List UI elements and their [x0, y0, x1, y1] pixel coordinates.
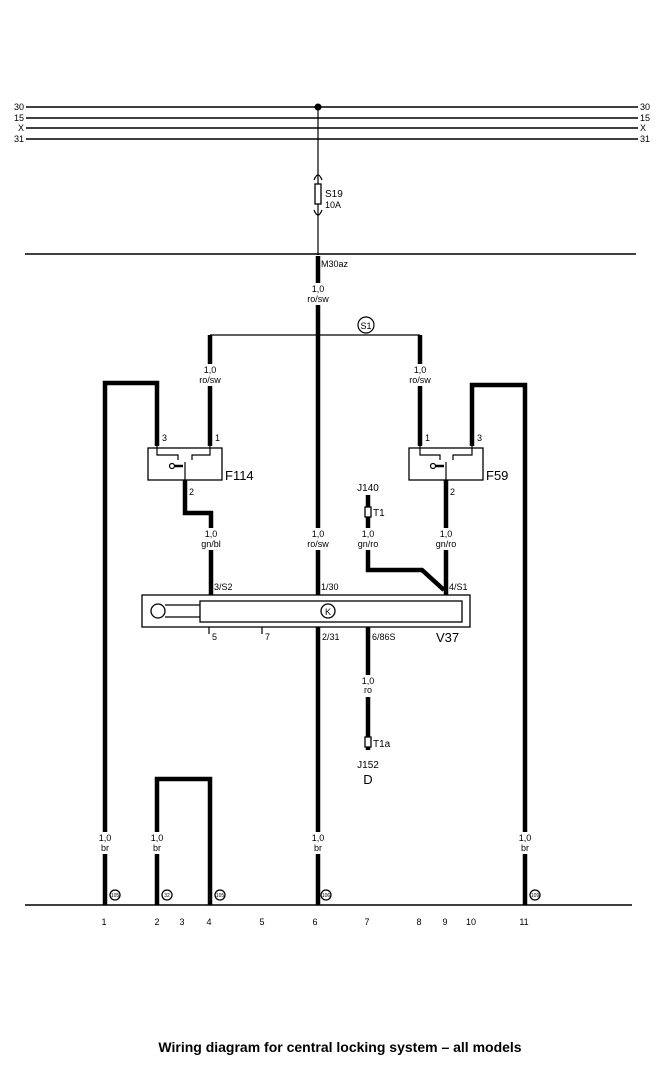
wire-size: 1,0	[99, 833, 112, 843]
wire-size: 1,0	[312, 284, 325, 294]
pin-label: 1	[215, 433, 220, 443]
wire-size: 1,0	[205, 529, 218, 539]
connector-t1-icon	[364, 506, 372, 518]
fuse-rating: 10A	[325, 200, 341, 210]
key-icon	[168, 462, 176, 470]
wire-labels: 1,0 ro/sw 1,0 ro/sw 1,0 ro/sw 1,0 gn/bl …	[94, 283, 536, 854]
diagram-caption: Wiring diagram for central locking syste…	[158, 1039, 521, 1055]
ground-point-label: 105	[216, 893, 225, 899]
wire-size: 1,0	[312, 529, 325, 539]
bus-label-30-right: 30	[640, 102, 650, 112]
pin-label: 3	[477, 433, 482, 443]
switch-f59: 1 3 2 F59	[408, 433, 508, 497]
wire-size: 1,0	[204, 365, 217, 375]
wire-color: ro/sw	[199, 375, 221, 385]
wire-color: br	[314, 843, 322, 853]
wire-color: ro/sw	[409, 375, 431, 385]
track-number: 9	[442, 917, 447, 927]
track-number: 3	[179, 917, 184, 927]
connector-t1-label: T1	[373, 508, 385, 519]
wire-size: 1,0	[362, 529, 375, 539]
pin-label: 7	[265, 632, 270, 642]
wire-size: 1,0	[414, 365, 427, 375]
ground-point-label: 109	[531, 893, 540, 899]
wire-color: ro/sw	[307, 539, 329, 549]
track-number: 11	[519, 917, 528, 927]
pin-label: 2	[450, 487, 455, 497]
component-id: F59	[486, 468, 508, 483]
wire-color: gn/ro	[436, 539, 457, 549]
j140-id: J140	[357, 483, 379, 494]
pin-label: 6/86S	[372, 632, 396, 642]
bus-label-15-right: 15	[640, 113, 650, 123]
wire-size: 1,0	[362, 676, 375, 686]
fuse-s19: S19 10A	[313, 107, 343, 255]
splice-s1-label: S1	[360, 321, 371, 331]
fuse-icon	[314, 183, 322, 205]
wire-color: gn/bl	[201, 539, 221, 549]
bus-label-31-right: 31	[640, 134, 650, 144]
bus-label-x-right: X	[640, 123, 646, 133]
wire-color: br	[101, 843, 109, 853]
ground-point-label: 105	[111, 893, 120, 899]
motor-icon	[150, 603, 166, 619]
ground-points: 105 32 105 106 109	[109, 889, 541, 901]
track-number: 8	[416, 917, 421, 927]
track-number: 7	[364, 917, 369, 927]
wire-color: br	[153, 843, 161, 853]
connector-m30az: M30az	[321, 259, 349, 269]
fuse-connector-top	[313, 174, 323, 181]
component-id: V37	[436, 630, 459, 645]
wire-size: 1,0	[519, 833, 532, 843]
j152-id: J152	[357, 760, 379, 771]
splice-s1-icon	[357, 316, 375, 334]
wires	[102, 256, 528, 905]
pin-label: 2/31	[322, 632, 340, 642]
bus-label-30-left: 30	[14, 102, 24, 112]
track-number: 10	[466, 917, 476, 927]
wire-size: 1,0	[312, 833, 325, 843]
switch-f114: 3 1 2 F114	[147, 433, 254, 497]
j152-sub: D	[363, 772, 372, 787]
wire-color: br	[521, 843, 529, 853]
track-number: 4	[206, 917, 211, 927]
pin-label: 5	[212, 632, 217, 642]
ground-point-label: 106	[322, 893, 331, 899]
fuse-id: S19	[325, 189, 343, 200]
control-unit-icon	[320, 603, 336, 619]
wire-size: 1,0	[440, 529, 453, 539]
connector-t1a-icon	[364, 736, 372, 748]
track-number: 2	[154, 917, 159, 927]
bus-lines: 30 15 X 31 30 15 X 31	[14, 102, 650, 144]
key-icon	[429, 462, 437, 470]
pin-label: 4/S1	[449, 582, 468, 592]
track-number: 5	[259, 917, 264, 927]
pin-label: 3/S2	[214, 582, 233, 592]
bus-label-x-left: X	[18, 123, 24, 133]
track-numbers: 1 2 3 4 5 6 7 8 9 10 11	[101, 917, 528, 927]
track-number: 1	[101, 917, 106, 927]
pin-label: 2	[189, 487, 194, 497]
component-id: F114	[225, 468, 254, 483]
ground-point-label: 32	[164, 893, 170, 899]
wire-color: gn/ro	[358, 539, 379, 549]
pin-label: 3	[162, 433, 167, 443]
control-unit-label: K	[325, 607, 331, 617]
pin-label: 1	[425, 433, 430, 443]
fuse-connector-bottom	[313, 209, 323, 216]
wire-color: ro	[364, 685, 372, 695]
connector-t1a-label: T1a	[373, 739, 391, 750]
motor-v37: K 3/S2 1/30 4/S1 5 7 2/31 6/86S V37	[141, 582, 471, 645]
bus-label-31-left: 31	[14, 134, 24, 144]
wire-color: ro/sw	[307, 294, 329, 304]
bus-label-15-left: 15	[14, 113, 24, 123]
wire-size: 1,0	[151, 833, 164, 843]
pin-label: 1/30	[321, 582, 339, 592]
track-number: 6	[312, 917, 317, 927]
